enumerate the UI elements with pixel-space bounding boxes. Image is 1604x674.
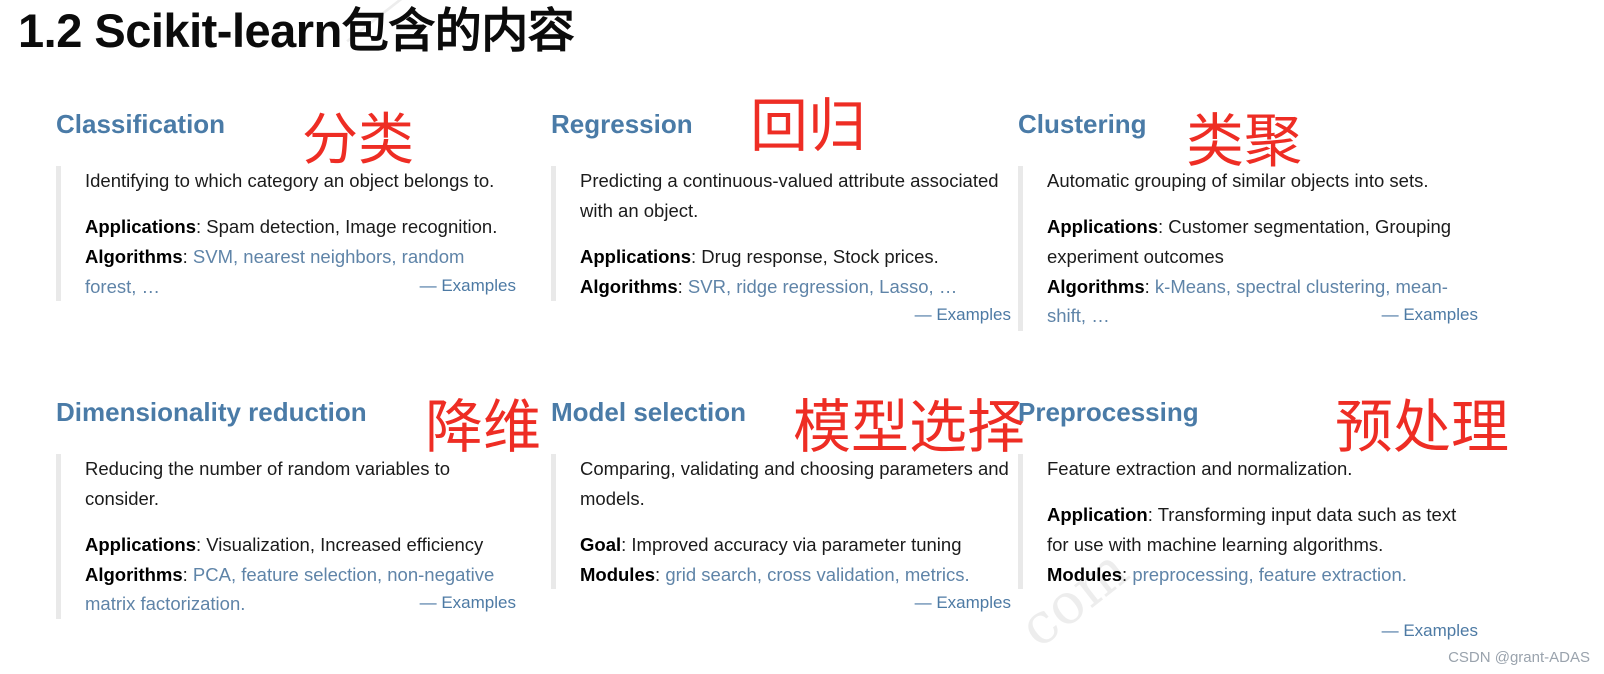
meta-value: Transforming input data such as text for… bbox=[1047, 503, 1457, 555]
meta-value-link[interactable]: SVR, ridge regression, Lasso, … bbox=[687, 275, 958, 297]
card-body-dimensionality-reduction: Reducing the number of random variables … bbox=[56, 453, 516, 620]
card-meta: Applications: Spam detection, Image reco… bbox=[85, 212, 516, 302]
card-classification: Classification Identifying to which cate… bbox=[56, 109, 516, 302]
meta-label: Application bbox=[1047, 503, 1148, 525]
meta-value-link[interactable]: grid search, cross validation, metrics. bbox=[665, 563, 970, 585]
card-meta: Goal: Improved accuracy via parameter tu… bbox=[580, 530, 1011, 613]
meta-label: Algorithms bbox=[580, 275, 678, 297]
meta-label: Applications bbox=[1047, 215, 1159, 237]
card-body-classification: Identifying to which category an object … bbox=[56, 165, 516, 302]
card-meta: Applications: Customer segmentation, Gro… bbox=[1047, 212, 1478, 332]
card-meta: Applications: Drug response, Stock price… bbox=[580, 242, 1011, 325]
meta-label: Applications bbox=[580, 245, 692, 267]
meta-applications: Applications: Customer segmentation, Gro… bbox=[1047, 215, 1452, 267]
meta-label: Modules bbox=[580, 563, 656, 585]
card-description: Predicting a continuous-valued attribute… bbox=[580, 169, 999, 221]
card-meta: Applications: Visualization, Increased e… bbox=[85, 530, 516, 620]
meta-value: Drug response, Stock prices. bbox=[701, 245, 939, 267]
meta-goal: Goal: Improved accuracy via parameter tu… bbox=[580, 533, 962, 555]
card-meta: Application: Transforming input data suc… bbox=[1047, 500, 1478, 590]
meta-label: Applications bbox=[85, 533, 197, 555]
meta-label: Goal bbox=[580, 533, 622, 555]
card-description: Feature extraction and normalization. bbox=[1047, 457, 1353, 479]
meta-value: Spam detection, Image recognition. bbox=[206, 215, 498, 237]
examples-link[interactable]: — Examples bbox=[419, 275, 516, 295]
card-heading-regression: Regression bbox=[551, 109, 693, 139]
csdn-watermark: CSDN @grant-ADAS bbox=[1448, 649, 1590, 666]
meta-label: Algorithms bbox=[85, 245, 183, 267]
card-model-selection: Model selection Comparing, validating an… bbox=[551, 398, 1011, 617]
meta-algorithms: Algorithms: SVR, ridge regression, Lasso… bbox=[580, 272, 1011, 325]
examples-link[interactable]: — Examples bbox=[914, 305, 1011, 325]
card-regression: Regression Predicting a continuous-value… bbox=[551, 110, 1011, 329]
meta-algorithms: Algorithms: k-Means, spectral clustering… bbox=[1047, 272, 1478, 332]
page-title: 1.2 Scikit-learn包含的内容 bbox=[18, 4, 575, 57]
card-dimensionality-reduction: Dimensionality reduction Reducing the nu… bbox=[56, 397, 516, 620]
card-body-model-selection: Comparing, validating and choosing param… bbox=[551, 453, 1011, 613]
meta-applications: Applications: Visualization, Increased e… bbox=[85, 533, 484, 555]
meta-modules: Modules: preprocessing, feature extracti… bbox=[1047, 563, 1407, 585]
meta-value: Visualization, Increased efficiency bbox=[206, 533, 484, 555]
meta-label: Algorithms bbox=[1047, 275, 1145, 297]
meta-applications: Applications: Drug response, Stock price… bbox=[580, 245, 939, 267]
meta-label: Applications bbox=[85, 215, 197, 237]
meta-application: Application: Transforming input data suc… bbox=[1047, 503, 1457, 555]
meta-applications: Applications: Spam detection, Image reco… bbox=[85, 215, 498, 237]
card-description: Reducing the number of random variables … bbox=[85, 457, 451, 509]
card-description: Identifying to which category an object … bbox=[85, 169, 495, 191]
card-heading-dimensionality-reduction: Dimensionality reduction bbox=[56, 397, 367, 427]
card-body-preprocessing: Feature extraction and normalization. Ap… bbox=[1018, 453, 1478, 640]
examples-link[interactable]: — Examples bbox=[1381, 621, 1478, 641]
card-heading-clustering: Clustering bbox=[1018, 109, 1147, 139]
examples-link[interactable]: — Examples bbox=[419, 593, 516, 613]
meta-label: Algorithms bbox=[85, 563, 183, 585]
card-description: Automatic grouping of similar objects in… bbox=[1047, 169, 1429, 191]
card-description: Comparing, validating and choosing param… bbox=[580, 457, 1009, 509]
card-body-clustering: Automatic grouping of similar objects in… bbox=[1018, 165, 1478, 332]
meta-value-link[interactable]: SVM, nearest neighbors, random forest, … bbox=[85, 245, 465, 297]
card-heading-model-selection: Model selection bbox=[551, 397, 747, 427]
card-body-regression: Predicting a continuous-valued attribute… bbox=[551, 165, 1011, 325]
meta-value-link[interactable]: PCA, feature selection, non-negative mat… bbox=[85, 563, 495, 615]
card-heading-preprocessing: Preprocessing bbox=[1018, 397, 1199, 427]
meta-algorithms: Algorithms: PCA, feature selection, non-… bbox=[85, 560, 516, 620]
card-clustering: Clustering Automatic grouping of similar… bbox=[1018, 109, 1478, 332]
meta-modules: Modules: grid search, cross validation, … bbox=[580, 560, 1011, 613]
meta-label: Modules bbox=[1047, 563, 1123, 585]
examples-link[interactable]: — Examples bbox=[914, 593, 1011, 613]
card-preprocessing: Preprocessing Feature extraction and nor… bbox=[1018, 397, 1478, 640]
meta-value-link[interactable]: k-Means, spectral clustering, mean-shift… bbox=[1047, 275, 1448, 327]
meta-algorithms: Algorithms: SVM, nearest neighbors, rand… bbox=[85, 242, 516, 302]
meta-value: Customer segmentation, Grouping experime… bbox=[1047, 215, 1452, 267]
meta-value-link[interactable]: preprocessing, feature extraction. bbox=[1132, 563, 1407, 585]
examples-link[interactable]: — Examples bbox=[1381, 305, 1478, 325]
cards-grid: Classification Identifying to which cate… bbox=[0, 110, 1604, 674]
card-heading-classification: Classification bbox=[56, 109, 226, 139]
meta-value: Improved accuracy via parameter tuning bbox=[631, 533, 962, 555]
